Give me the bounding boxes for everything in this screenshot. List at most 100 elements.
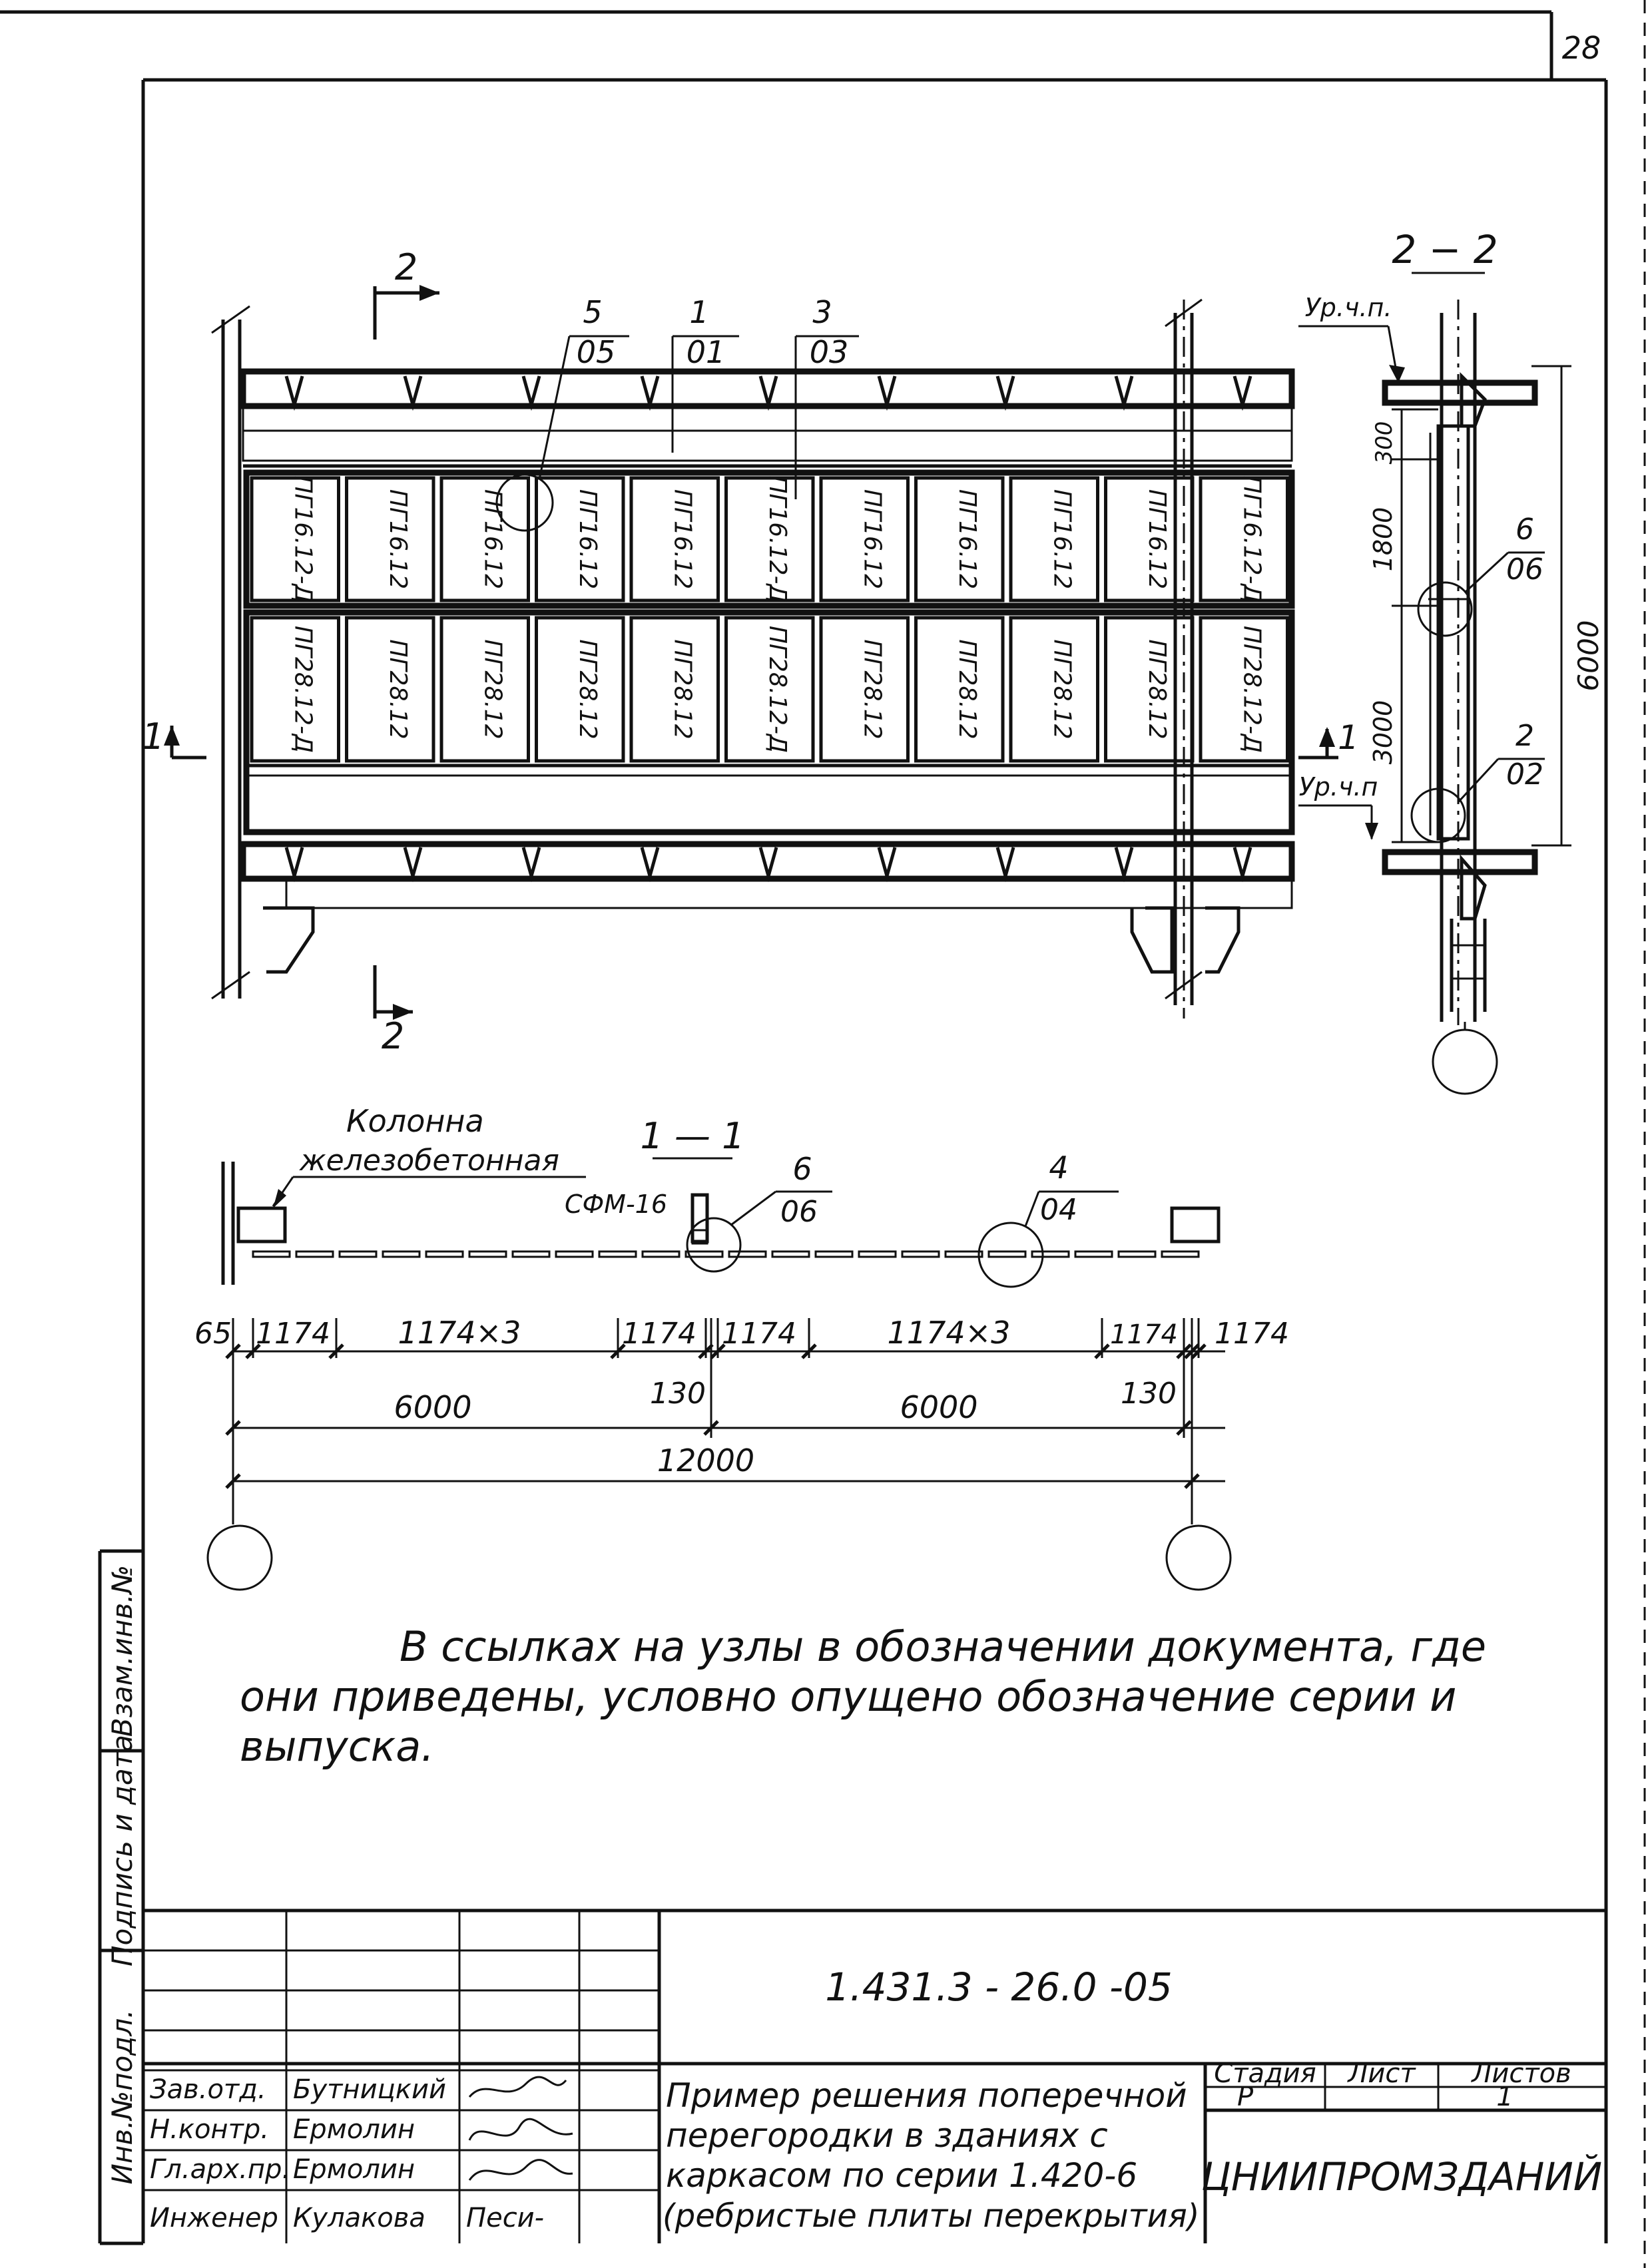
role-2: Н.контр. [150,2114,269,2145]
slab-rib [1233,375,1252,411]
svg-text:04: 04 [1040,1193,1077,1227]
panel-label: ПГ28.12 [1143,639,1171,739]
svg-text:каркасом по серии 1.420-6: каркасом по серии 1.420-6 [666,2156,1137,2195]
wall-panel [1104,476,1195,602]
column-label: Колонна [346,1103,484,1139]
sheet-number: 28 [1562,30,1601,66]
svg-text:1174: 1174 [256,1317,330,1351]
role-3: Гл.арх.пр. [150,2154,290,2185]
svg-text:130: 130 [1121,1377,1177,1411]
svg-text:06: 06 [1506,553,1543,586]
dim-tick [703,1420,719,1436]
title-block [143,1909,1606,2243]
document-title: Пример решения поперечной перегородки в … [663,2076,1199,2235]
plan-panel-segment [901,1250,940,1258]
svg-text:Пример решения поперечной: Пример решения поперечной [666,2076,1187,2115]
organization: ЦНИИПРОМЗДАНИЙ [1201,2154,1602,2199]
plan-panel-segment [858,1250,897,1258]
callout-5: 5 05 [495,294,629,532]
panel-label: ПГ16.12-Д [289,475,316,602]
replace-inv-label: Взам.инв.№ [106,1565,138,1737]
panel-label: ПГ28.12-Д [1238,626,1265,753]
svg-text:6: 6 [792,1151,812,1187]
wall-panel [724,616,815,763]
svg-text:2: 2 [1515,719,1534,753]
inv-label: Инв.№подл. [106,2009,138,2184]
svg-text:1174: 1174 [1215,1317,1289,1351]
dim-tick [1094,1343,1110,1359]
wall-panel [345,616,435,763]
plan-panel-segment [252,1250,291,1258]
plan-panel-segment [555,1250,594,1258]
svg-text:5: 5 [583,294,602,330]
plan-panel-segment [295,1250,334,1258]
callout-3: 3 03 [794,294,859,499]
dim-tick [1184,1343,1200,1359]
panel-label: ПГ16.12 [858,489,886,589]
signatures [468,2076,573,2181]
name-4: Кулакова [293,2203,425,2233]
section-mark-2-bottom: 2 [373,965,413,1057]
slab-rib [640,847,660,883]
dim-tick [225,1473,241,1489]
svg-text:300: 300 [1371,421,1398,465]
dim-tick [710,1343,726,1359]
section-2-2-title: 2 − 2 [1392,227,1498,272]
svg-text:6000: 6000 [900,1389,977,1425]
sheets-value: 1 [1496,2082,1513,2112]
slab-rib [758,375,778,411]
section-mark-1-left: 1 [142,716,206,760]
section-2-2: 2 − 2 Ур.ч.п. Ур.ч.п 1 [1298,227,1605,1095]
svg-text:2: 2 [382,1015,404,1057]
plan-panel-segment [1161,1250,1200,1258]
wall-panel [1199,476,1289,602]
role-4: Инженер [150,2203,278,2233]
dim-tick [328,1343,344,1359]
plan-panel-segment [425,1250,464,1258]
document-code: 1.431.3 - 26.0 -05 [825,1964,1173,2010]
panel-label: ПГ16.12 [574,489,601,589]
slab-rib [1114,847,1134,883]
name-1: Бутницкий [293,2074,446,2105]
plan-panel-segment [987,1250,1027,1258]
svg-text:1: 1 [689,294,708,330]
section-1-1-title: 1 — 1 [640,1115,744,1157]
svg-text:3: 3 [812,294,832,330]
panel-label: ПГ16.12 [954,489,981,589]
slab-ribs [284,375,1252,883]
wall-panel [724,476,815,602]
plan-panel-segment [511,1250,551,1258]
svg-text:1174: 1174 [622,1317,696,1351]
wall-panel [629,616,720,763]
side-stamp: Взам.инв.№ Подпись и дата Инв.№подл. [98,1549,143,2245]
slab-rib [521,375,541,411]
plan-panel-segment [338,1250,378,1258]
svg-text:1: 1 [142,716,164,758]
wall-panel [535,476,625,602]
roles-table: Зав.отд. Бутницкий Н.контр. Ермолин Гл.а… [150,2074,544,2233]
dim-tick [1184,1473,1200,1489]
note: В ссылках на узлы в обозначении документ… [240,1622,1486,1771]
wall-panel [439,616,530,763]
plan-panel-segment [468,1250,507,1258]
svg-text:02: 02 [1506,758,1543,792]
wall-panel [345,476,435,602]
sheets-header: Листов [1470,2058,1571,2089]
slab-rib [877,847,897,883]
panel-label: ПГ28.12 [858,639,886,739]
svg-text:Ур.ч.п.: Ур.ч.п. [1305,293,1392,322]
panel-label: ПГ16.12 [1143,489,1171,589]
slab-rib [995,847,1015,883]
svg-text:(ребристые плиты перекрытия): (ребристые плиты перекрытия) [663,2197,1199,2235]
svg-text:6000: 6000 [394,1389,471,1425]
svg-text:03: 03 [810,334,849,370]
svg-text:6: 6 [1515,513,1534,547]
slab-rib [1114,375,1134,411]
svg-text:01: 01 [687,334,726,370]
svg-text:6000: 6000 [1572,620,1605,692]
svg-text:65: 65 [194,1317,232,1351]
svg-text:перегородки в зданиях с: перегородки в зданиях с [666,2116,1108,2155]
plan-dimension-texts: 65 1174 1174×3 1174 1174 1174×3 1174 117… [194,1315,1289,1478]
